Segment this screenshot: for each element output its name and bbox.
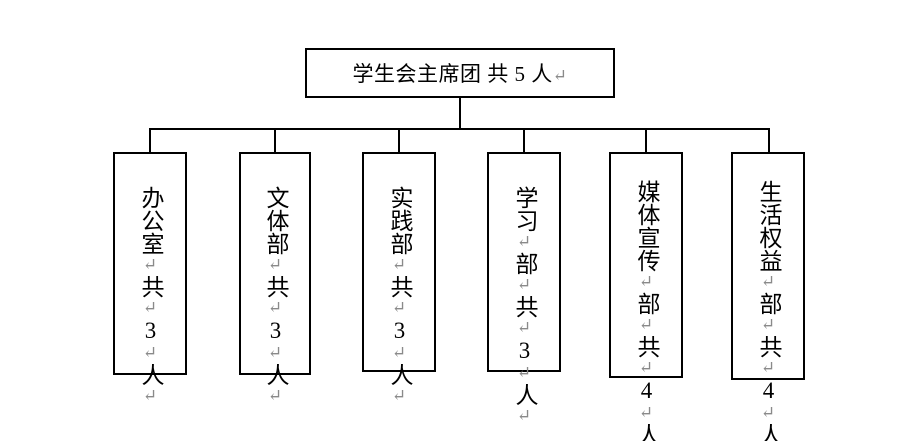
return-mark-icon: ↵: [140, 255, 160, 275]
return-mark-icon: ↵: [389, 386, 409, 406]
return-mark-icon: ↵: [514, 275, 534, 295]
connector-root-stem: [459, 98, 461, 129]
org-node-department-6[interactable]: 生活权益↵部↵共↵4↵人↵: [731, 152, 805, 441]
return-mark-icon: ↵: [514, 363, 534, 383]
org-node-root-label: 学生会主席团 共 5 人↵: [353, 58, 568, 88]
return-mark-icon: ↵: [265, 298, 285, 318]
return-mark-icon: ↵: [140, 343, 160, 363]
return-mark-icon: ↵: [389, 298, 409, 318]
return-mark-icon: ↵: [265, 343, 285, 363]
return-mark-icon: ↵: [758, 315, 778, 335]
connector-drop-4: [523, 128, 525, 153]
connector-bus: [150, 128, 770, 130]
org-node-department-4-label: 学习↵部↵共↵3↵人↵: [511, 186, 537, 426]
return-mark-icon: ↵: [389, 255, 409, 275]
return-mark-icon: ↵: [389, 343, 409, 363]
return-mark-icon: ↵: [140, 298, 160, 318]
org-node-department-2-label: 文体部↵共↵3↵人↵: [262, 186, 288, 406]
return-mark-icon: ↵: [636, 315, 656, 335]
org-node-department-1[interactable]: 办公室↵共↵3↵人↵: [113, 152, 187, 406]
return-mark-icon: ↵: [140, 386, 160, 406]
org-node-department-5-label: 媒体宣传↵部↵共↵4↵人↵: [633, 180, 659, 441]
return-mark-icon: ↵: [758, 358, 778, 378]
return-mark-icon: ↵: [514, 406, 534, 426]
connector-drop-3: [398, 128, 400, 153]
org-node-department-3[interactable]: 实践部↵共↵3↵人↵: [362, 152, 436, 406]
return-mark-icon: ↵: [758, 272, 778, 292]
org-node-department-1-label: 办公室↵共↵3↵人↵: [137, 186, 163, 406]
org-node-root-text: 学生会主席团 共 5 人: [352, 62, 553, 86]
org-node-department-2[interactable]: 文体部↵共↵3↵人↵: [239, 152, 311, 406]
return-mark-icon: ↵: [758, 403, 778, 423]
return-mark-icon: ↵: [636, 358, 656, 378]
return-mark-icon: ↵: [265, 255, 285, 275]
org-node-department-6-label: 生活权益↵部↵共↵4↵人↵: [755, 180, 781, 441]
connector-drop-1: [149, 128, 151, 153]
connector-drop-5: [645, 128, 647, 153]
org-node-department-5[interactable]: 媒体宣传↵部↵共↵4↵人↵: [609, 152, 683, 441]
org-node-department-4[interactable]: 学习↵部↵共↵3↵人↵: [487, 152, 561, 426]
org-node-department-3-label: 实践部↵共↵3↵人↵: [386, 186, 412, 406]
return-mark-icon: ↵: [265, 386, 285, 406]
return-mark-icon: ↵: [552, 66, 568, 85]
return-mark-icon: ↵: [636, 272, 656, 292]
return-mark-icon: ↵: [636, 403, 656, 423]
connector-drop-6: [768, 128, 770, 153]
return-mark-icon: ↵: [514, 318, 534, 338]
org-node-root[interactable]: 学生会主席团 共 5 人↵: [305, 48, 615, 98]
return-mark-icon: ↵: [514, 232, 534, 252]
connector-drop-2: [274, 128, 276, 153]
